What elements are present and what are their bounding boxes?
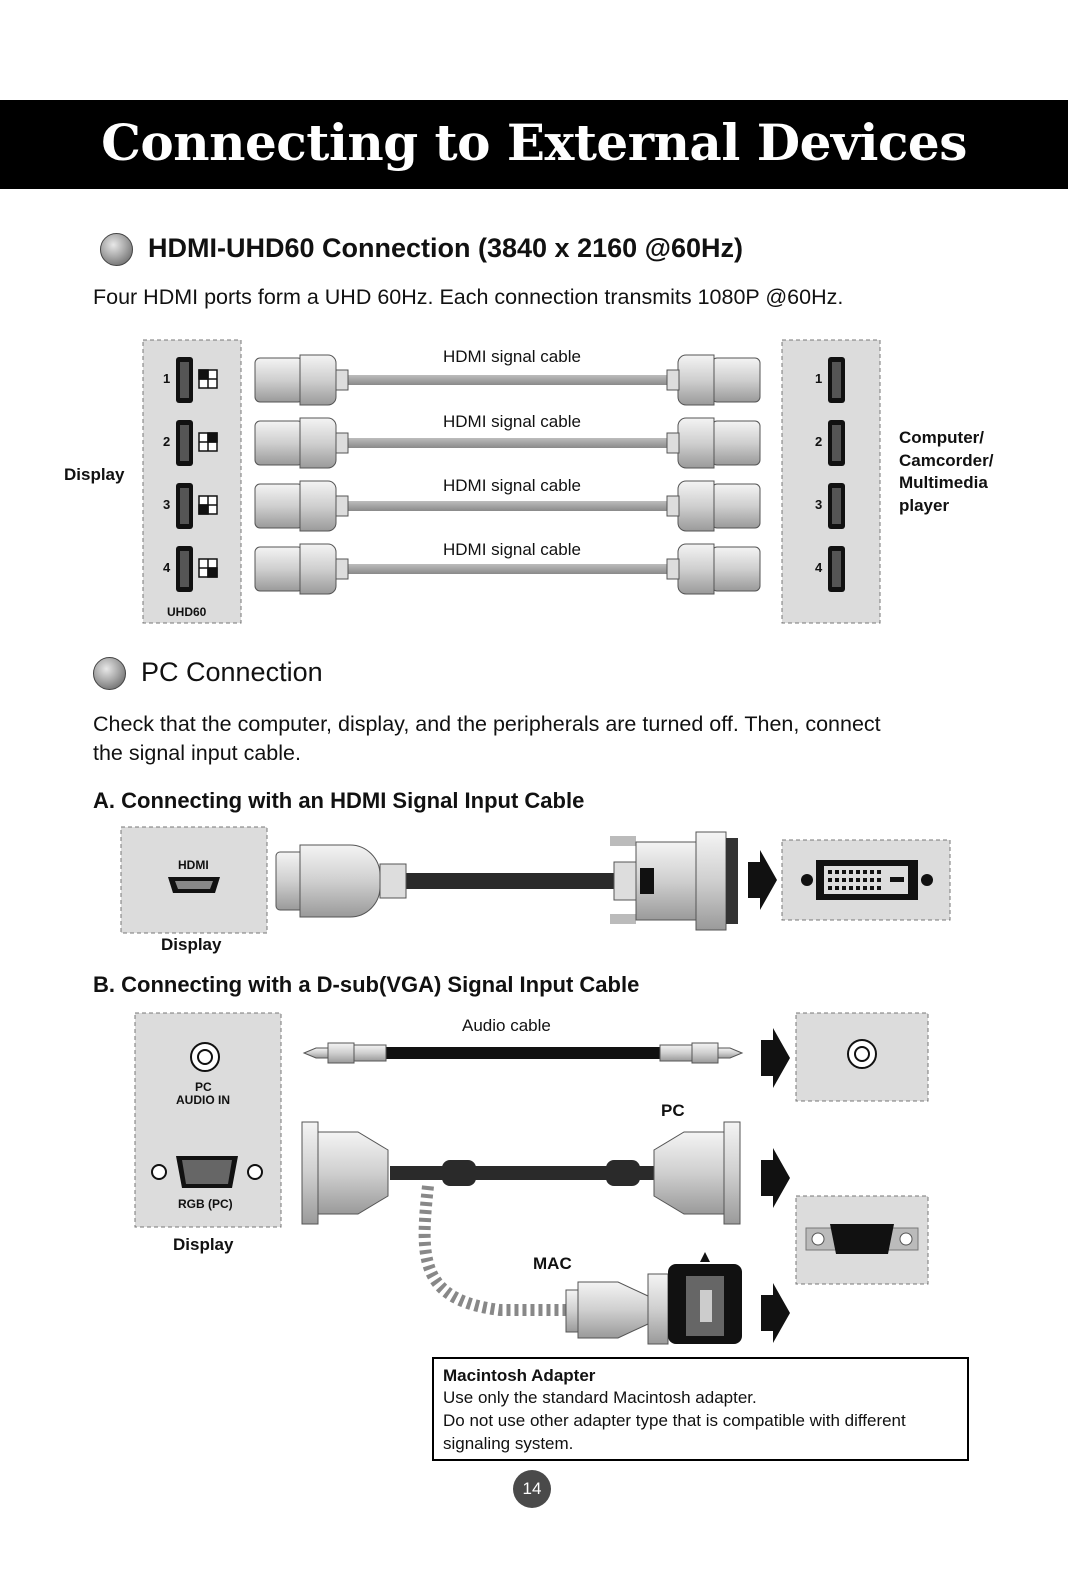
mac-label: MAC	[533, 1254, 572, 1273]
cable-label: HDMI signal cable	[443, 476, 581, 495]
mac-adapter-icon	[565, 1252, 742, 1345]
source-label-line: player	[899, 496, 950, 515]
dsub-vga-diagram	[134, 1012, 929, 1345]
source-label-line: Multimedia	[899, 473, 988, 492]
vga-port-icon	[151, 1156, 263, 1188]
note-line: signaling system.	[443, 1434, 574, 1453]
audio-cable	[385, 1047, 663, 1059]
hdmi-port-label: HDMI	[178, 858, 209, 872]
port-number: 3	[815, 497, 823, 512]
title-bar	[0, 100, 1068, 189]
section-bullet-icon	[93, 657, 126, 690]
hdmi-uhd60-diagram	[142, 339, 881, 624]
page-title: Connecting to External Devices	[101, 113, 967, 172]
dvi-port-icon	[801, 860, 933, 900]
source-hdmi-port-icon	[828, 357, 845, 592]
sub-a-heading: A. Connecting with an HDMI Signal Input …	[93, 788, 585, 813]
hdmi-to-dvi-diagram	[120, 826, 951, 934]
pc-label: PC	[661, 1101, 685, 1120]
pc-audio-in-label: PC	[195, 1080, 212, 1094]
port-number: 1	[163, 371, 171, 386]
port-number: 2	[163, 434, 171, 449]
macintosh-adapter-note	[432, 1357, 969, 1461]
arrow-icon	[761, 1283, 790, 1343]
display-label: Display	[161, 935, 222, 954]
audio-plug-icon	[302, 1042, 744, 1064]
port-number: 4	[815, 560, 823, 575]
section-bullet-icon	[100, 233, 133, 266]
source-label-line: Computer/	[899, 428, 984, 447]
port-number: 2	[815, 434, 823, 449]
note-line: Use only the standard Macintosh adapter.	[443, 1388, 757, 1407]
source-label-line: Camcorder/	[899, 451, 994, 470]
pc-section-description-line2: the signal input cable.	[93, 741, 301, 765]
mac-cable	[418, 1185, 566, 1316]
pc-audio-in-label: AUDIO IN	[176, 1093, 230, 1107]
page-number: 14	[513, 1470, 551, 1508]
pc-section-heading: PC Connection	[141, 657, 323, 687]
sub-b-heading: B. Connecting with a D-sub(VGA) Signal I…	[93, 972, 640, 997]
vga-plug-icon	[301, 1121, 741, 1225]
rgb-pc-label: RGB (PC)	[178, 1197, 233, 1211]
note-title: Macintosh Adapter	[443, 1366, 596, 1385]
cable-label: HDMI signal cable	[443, 412, 581, 431]
hdmi-section-heading: HDMI-UHD60 Connection (3840 x 2160 @60Hz…	[148, 233, 743, 263]
cable-label: HDMI signal cable	[443, 347, 581, 366]
port-number: 4	[163, 560, 171, 575]
display-hdmi-port-icon	[176, 357, 193, 592]
cable-label: HDMI signal cable	[443, 540, 581, 559]
cable	[404, 873, 620, 889]
port-number: 1	[815, 371, 823, 386]
uhd60-label: UHD60	[167, 605, 207, 619]
arrow-icon	[761, 1148, 790, 1208]
hdmi-section-description: Four HDMI ports form a UHD 60Hz. Each co…	[93, 285, 844, 309]
display-label: Display	[64, 465, 125, 484]
vga-port-icon	[805, 1224, 919, 1254]
audio-cable-label: Audio cable	[462, 1016, 551, 1035]
dvi-plug-icon	[610, 831, 738, 931]
note-line: Do not use other adapter type that is co…	[443, 1411, 906, 1430]
hdmi-cable-icon	[254, 354, 761, 595]
arrow-icon	[748, 850, 777, 910]
port-number: 3	[163, 497, 171, 512]
pc-section-description-line1: Check that the computer, display, and th…	[93, 712, 881, 736]
hdmi-plug-icon	[275, 844, 407, 918]
arrow-icon	[761, 1028, 790, 1088]
quadrant-icon	[198, 369, 218, 578]
display-label: Display	[173, 1235, 234, 1254]
